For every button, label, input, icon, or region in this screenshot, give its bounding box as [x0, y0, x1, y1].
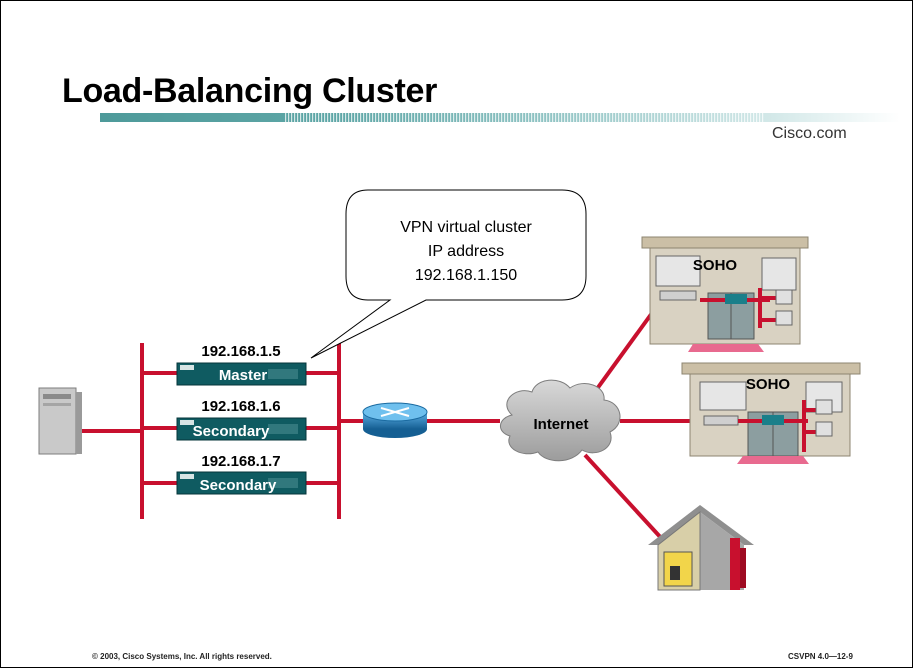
footer-copyright: © 2003, Cisco Systems, Inc. All rights r…	[92, 652, 272, 661]
concentrator-master	[176, 362, 307, 386]
callout-line-3: 192.168.1.150	[415, 267, 517, 284]
concentrator-secondary-2	[176, 471, 307, 495]
soho-building-2	[681, 362, 861, 464]
soho-building-1	[641, 236, 809, 352]
router-icon	[362, 402, 428, 438]
title-rule	[100, 113, 900, 122]
callout-line-2: IP address	[428, 243, 504, 260]
concentrator-secondary-1	[176, 417, 307, 441]
cisco-brand-label: Cisco.com	[772, 125, 847, 142]
role-label-master: Master	[219, 367, 268, 384]
server-icon	[38, 387, 82, 455]
ip-label-secondary-1: 192.168.1.6	[201, 398, 280, 415]
network-links	[82, 300, 700, 542]
role-label-secondary-2: Secondary	[200, 477, 277, 494]
slide-title: Load-Balancing Cluster	[62, 72, 438, 110]
role-label-secondary-1: Secondary	[193, 423, 270, 440]
footer-course-code: CSVPN 4.0—12-9	[788, 652, 853, 661]
callout-line-1: VPN virtual cluster	[400, 219, 532, 236]
ip-label-secondary-2: 192.168.1.7	[201, 453, 280, 470]
internet-cloud-icon	[500, 379, 621, 462]
soho-label-2: SOHO	[746, 376, 791, 393]
soho-label-1: SOHO	[693, 257, 738, 274]
ip-label-master: 192.168.1.5	[201, 343, 280, 360]
callout-bubble	[310, 189, 587, 359]
home-office-house-icon	[648, 505, 754, 591]
internet-label: Internet	[533, 416, 588, 433]
